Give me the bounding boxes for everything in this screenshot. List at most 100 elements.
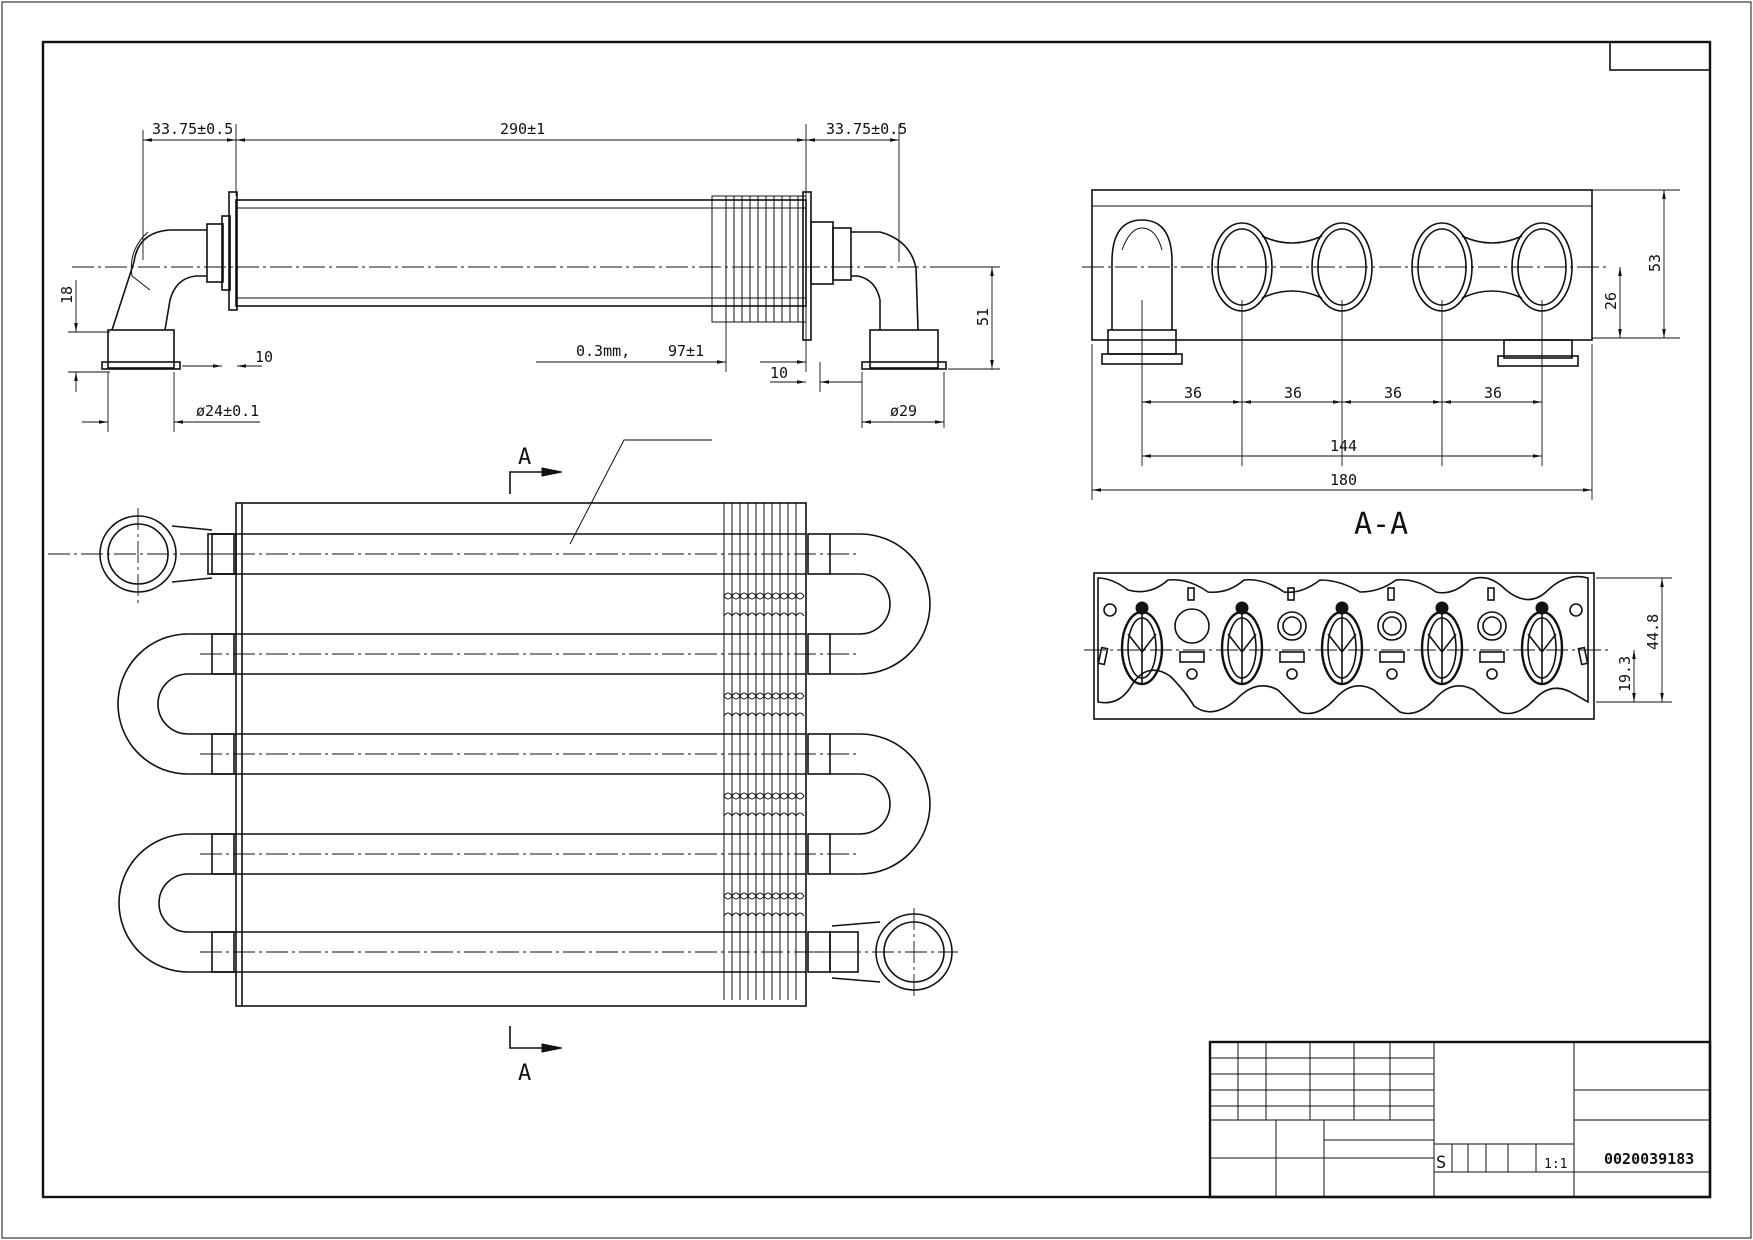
pitch-2: 36	[1284, 384, 1302, 402]
fin-collar	[747, 892, 757, 917]
plate-dimple	[1486, 668, 1498, 680]
plate-tab	[1187, 587, 1195, 601]
u-bend-left-inner	[158, 873, 212, 933]
tube-end-right	[807, 833, 831, 875]
fin-collar	[723, 592, 733, 617]
tube-end-left	[211, 833, 235, 875]
fin-collar	[771, 792, 781, 817]
fin-collar	[755, 592, 765, 617]
tube-end-left	[211, 633, 235, 675]
section-letter-top: A	[518, 445, 531, 470]
fin-pack	[711, 195, 807, 323]
fin-collar	[739, 792, 749, 817]
fin-collar	[795, 792, 805, 817]
fin-collar	[723, 692, 733, 717]
front-view: 33.75±0.5 290±1 33.75±0.5 18 51 10 0.3mm…	[58, 120, 1000, 432]
end-plate-view: 44.8 19.3	[1084, 572, 1672, 720]
fin-collar	[795, 592, 805, 617]
tube-end-right	[807, 633, 831, 675]
fin-collar	[771, 892, 781, 917]
plate-dimple	[1386, 668, 1398, 680]
tube-hole-web	[1327, 612, 1357, 684]
title-block: S 1:1 0020039183	[1208, 1040, 1712, 1199]
dim-height-18: 18	[58, 286, 76, 304]
top-view	[48, 502, 958, 1007]
dim-length: 290±1	[500, 120, 545, 138]
fin-collar	[747, 792, 757, 817]
plate-dimple	[1186, 668, 1198, 680]
dim-left-offset: 33.75±0.5	[152, 120, 233, 138]
plate-slot	[1279, 651, 1305, 663]
dim-144: 144	[1330, 437, 1357, 455]
tube-end-left	[211, 931, 235, 973]
fin-collar	[763, 692, 773, 717]
fin-collar	[763, 892, 773, 917]
fin-collar	[747, 592, 757, 617]
section-title: A-A	[1354, 507, 1408, 542]
plate-boss-inner	[1282, 616, 1302, 636]
dim-dia-right: ø29	[890, 402, 917, 420]
fin-collar	[739, 692, 749, 717]
u-bend	[1461, 235, 1523, 244]
section-marker-bottom: A	[509, 1026, 563, 1086]
fin-collar	[779, 692, 789, 717]
plate-tab	[1487, 587, 1495, 601]
dim-dia-left: ø24±0.1	[196, 402, 259, 420]
u-bend-right	[830, 533, 931, 675]
tube-end-right	[807, 533, 831, 575]
fin-collar	[763, 792, 773, 817]
u-bend-left-inner	[157, 673, 212, 735]
tube-end-right	[807, 733, 831, 775]
pitch-3: 36	[1384, 384, 1402, 402]
fin-collar	[763, 592, 773, 617]
drawing-frame	[41, 40, 1712, 1199]
u-bend-right-inner	[830, 773, 891, 835]
tube-hole-notch	[1135, 601, 1149, 615]
dim-53: 53	[1646, 254, 1664, 272]
tube-hole-notch	[1335, 601, 1349, 615]
u-bend	[1261, 235, 1323, 244]
section-marker-top: A	[509, 445, 563, 494]
dim-flange-right: 10	[770, 364, 788, 382]
tube-hole-web	[1227, 612, 1257, 684]
fin-collar	[787, 592, 797, 617]
dim-26: 26	[1602, 292, 1620, 310]
corner-box	[1609, 41, 1711, 71]
part-number: 0020039183	[1604, 1150, 1694, 1168]
fin-collar	[739, 592, 749, 617]
fin-collar	[779, 892, 789, 917]
fin-collar	[731, 792, 741, 817]
fin-collar	[771, 692, 781, 717]
u-bend	[1261, 290, 1323, 299]
fin-collar	[731, 692, 741, 717]
plate-slot	[1379, 651, 1405, 663]
tube-end-left	[211, 733, 235, 775]
fin-collar	[779, 792, 789, 817]
plate-boss-inner	[1382, 616, 1402, 636]
dim-fin-thickness: 0.3mm,	[576, 342, 630, 360]
plate-tab	[1287, 587, 1295, 601]
tube-hole-notch	[1235, 601, 1249, 615]
fin-collar	[779, 592, 789, 617]
dim-fin-length: 97±1	[668, 342, 704, 360]
plate-boss	[1477, 611, 1507, 641]
dim-19-3: 19.3	[1616, 656, 1634, 692]
fin-collar	[723, 792, 733, 817]
section-letter-bottom: A	[518, 1061, 531, 1086]
fin-collar	[787, 892, 797, 917]
section-view-a-a: 36 36 36 36 144 180 53 26 A-A	[1082, 189, 1680, 542]
pitch-4: 36	[1484, 384, 1502, 402]
fin-collar	[787, 692, 797, 717]
tube-hole-notch	[1535, 601, 1549, 615]
u-bend-left	[117, 633, 212, 775]
tube-hole-web	[1127, 612, 1157, 684]
tube-hole-web	[1427, 612, 1457, 684]
fin-collar	[731, 592, 741, 617]
u-bend	[1461, 290, 1523, 299]
fin-collar	[787, 792, 797, 817]
fin-collar	[747, 692, 757, 717]
fin-collar	[771, 592, 781, 617]
material-mark: S	[1436, 1153, 1446, 1173]
